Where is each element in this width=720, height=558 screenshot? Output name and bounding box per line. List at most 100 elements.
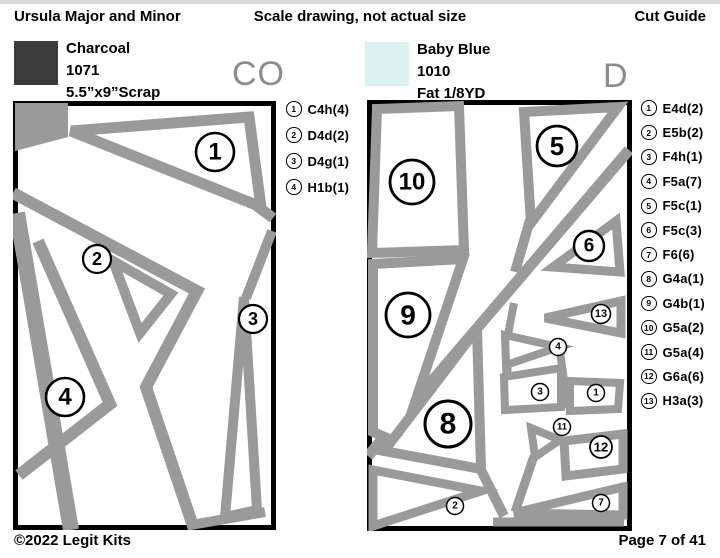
legend-piece-code: F5c(3): [662, 222, 702, 238]
legend-piece-code: D4g(1): [307, 153, 350, 169]
page-number: Page 7 of 41: [618, 532, 706, 549]
piece-shape: [500, 329, 574, 371]
legend-piece-code: D4d(2): [307, 127, 350, 143]
legend-item: 13 H3a(3): [641, 389, 705, 413]
piece-number-circle: [194, 131, 236, 173]
piece-number-circle: [384, 291, 432, 339]
legend-number-circle: 5: [641, 198, 657, 214]
legend-number-circle: 4: [286, 179, 302, 195]
legend-item: 10 G5a(2): [641, 316, 705, 340]
piece-number: 7: [598, 498, 604, 509]
legend-number-circle: 3: [286, 153, 302, 169]
legend-number-circle: 10: [641, 319, 657, 336]
legend-piece-code: H3a(3): [662, 393, 704, 409]
piece-number: 9: [400, 300, 416, 331]
legend-number-circle: 1: [286, 101, 302, 117]
piece-number-circle: [445, 496, 465, 516]
legend-piece-code: G4b(1): [662, 295, 705, 311]
legend-piece-code: H1b(1): [307, 179, 350, 195]
pattern-title: Ursula Major and Minor: [14, 8, 181, 25]
legend-piece-code: G5a(4): [662, 344, 705, 360]
legend-number-circle: 2: [641, 124, 657, 141]
charcoal-info: Charcoal 1071 5.5”x9”Scrap: [66, 38, 160, 104]
page-top-edge: [0, 0, 720, 4]
legend-piece-code: F4h(1): [662, 149, 703, 165]
cut-guide-label: Cut Guide: [634, 8, 706, 25]
piece-number: 6: [584, 236, 595, 257]
legend-item: 3 F4h(1): [641, 145, 705, 169]
piece-number: 3: [248, 309, 258, 329]
piece-number: 12: [594, 440, 608, 455]
piece-number: 11: [557, 422, 568, 433]
piece-number-circle: [586, 383, 606, 403]
piece-number-circle: [423, 399, 473, 449]
baby-blue-info: Baby Blue 1010 Fat 1/8YD: [417, 39, 490, 105]
fabric-size: Fat 1/8YD: [417, 85, 486, 102]
piece-number-circle: [548, 337, 568, 357]
legend-item: 9 G4b(1): [641, 291, 705, 315]
piece-number-circle: [237, 303, 269, 335]
piece-number-circle: [552, 417, 572, 437]
fabric-number: 1010: [417, 63, 451, 80]
legend-item: 12 G6a(6): [641, 364, 705, 388]
fabric-number: 1071: [66, 62, 100, 79]
piece-number: 1: [593, 388, 599, 399]
piece-number: 2: [92, 249, 102, 269]
legend-item: 4 H1b(1): [286, 174, 349, 200]
legend-item: 8 G4a(1): [641, 267, 705, 291]
piece-number-circle: [81, 243, 113, 275]
legend-number-circle: 4: [641, 173, 657, 190]
legend-piece-code: C4h(4): [307, 101, 350, 117]
fabric-letter-co: CO: [232, 55, 285, 93]
piece-number: 13: [595, 308, 607, 320]
legend-item: 2 E5b(2): [641, 120, 705, 144]
legend-item: 4 F5a(7): [641, 169, 705, 193]
legend-number-circle: 6: [641, 222, 657, 238]
legend-number-circle: 12: [641, 368, 657, 385]
fabric-letter-d: D: [603, 57, 629, 95]
legend-piece-code: E5b(2): [662, 125, 704, 141]
legend-piece-code: F5a(7): [662, 173, 702, 189]
piece-number-circle: [572, 229, 606, 263]
copyright: ©2022 Legit Kits: [14, 532, 131, 549]
piece-number-circle: [44, 376, 86, 418]
piece-number: 4: [58, 384, 72, 411]
legend-piece-code: G5a(2): [662, 320, 705, 336]
legend-item: 2 D4d(2): [286, 122, 349, 148]
legend-piece-code: E4d(2): [662, 100, 704, 116]
legend-number-circle: 3: [641, 149, 657, 165]
baby-blue-swatch: [365, 42, 409, 86]
scale-note: Scale drawing, not actual size: [253, 8, 467, 25]
legend-number-circle: 8: [641, 271, 657, 287]
piece-number-circle: [530, 382, 550, 402]
legend-number-circle: 1: [641, 100, 657, 116]
legend-piece-code: F6(6): [662, 247, 695, 263]
piece-number-circle: [388, 158, 436, 206]
piece-shape: [526, 421, 569, 464]
legend-number-circle: 9: [641, 295, 657, 312]
legend-piece-code: G6a(6): [662, 368, 705, 384]
charcoal-swatch: [14, 41, 58, 85]
piece-number: 10: [399, 169, 426, 196]
fabric-size: 5.5”x9”Scrap: [66, 84, 161, 101]
legend-number-circle: 2: [286, 127, 302, 143]
piece-number: 2: [452, 501, 458, 512]
piece-number-circle: [591, 493, 611, 513]
piece-number: 3: [537, 387, 543, 398]
fabric-name: Charcoal: [66, 40, 131, 57]
legend-number-circle: 13: [641, 393, 657, 409]
legend-item: 1 C4h(4): [286, 96, 349, 122]
legend-piece-code: G4a(1): [662, 271, 705, 287]
fabric-name: Baby Blue: [417, 41, 491, 58]
piece-number-circle: [589, 435, 613, 459]
legend-item: 1 E4d(2): [641, 96, 705, 120]
